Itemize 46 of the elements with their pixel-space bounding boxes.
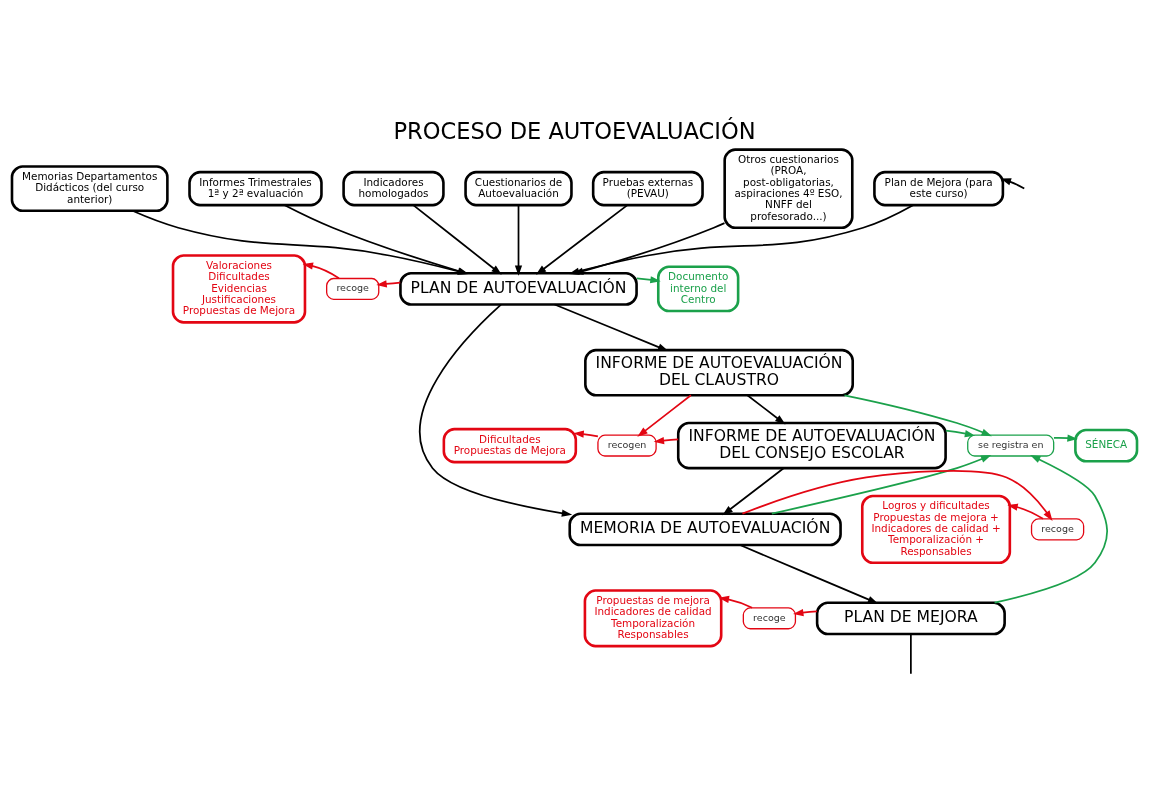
arrow: [1053, 433, 1078, 442]
arrow: [843, 393, 992, 436]
node-box: recoge: [326, 277, 380, 300]
node-box: Documento interno del Centro: [656, 264, 740, 312]
arrow: [283, 203, 469, 275]
arrow: [722, 466, 785, 515]
node-box: Propuestas de mejora Indicadores de calidad Temporalización Responsables: [583, 588, 723, 647]
arrow: [746, 393, 786, 424]
arrow: [637, 393, 692, 437]
node-box: PLAN DE AUTOEVALUACIÓN: [399, 271, 638, 306]
node-box: PLAN DE MEJORA: [815, 600, 1006, 635]
node-box: Indicadores homologados: [342, 170, 445, 206]
node-box: SÉNECA: [1074, 428, 1139, 463]
node-box: Otros cuestionarios (PROA, post-obligatorias, aspiraciones 4º ESO, NNFF del profesorado...): [723, 147, 854, 229]
arrow: [770, 454, 992, 515]
node-box: recoge: [1030, 517, 1085, 540]
arrow: [945, 429, 976, 437]
node-box: MEMORIA DE AUTOEVALUACIÓN: [568, 511, 842, 546]
arrow: [131, 209, 469, 275]
node-box: Pruebas externas (PEVAU): [591, 170, 704, 206]
arrow: [553, 303, 669, 351]
arrow: [573, 429, 599, 438]
diagram-title: PROCESO DE AUTOEVALUACIÓN: [393, 117, 756, 144]
arrow: [376, 279, 402, 287]
node-box: se registra en: [967, 434, 1055, 457]
arrow: [1007, 503, 1044, 520]
node-box: Logros y dificultades Propuestas de mejora + Indicadores de calidad + Temporalización + Responsables: [860, 494, 1012, 564]
node-box: INFORME DE AUTOEVALUACIÓN DEL CONSEJO ESCOLAR: [676, 421, 947, 469]
arrow: [739, 543, 879, 604]
node-box: Plan de Mejora (para este curso): [873, 170, 1005, 206]
arrow: [718, 595, 753, 609]
node-box: Valoraciones Dificultades Evidencias Justificaciones Propuestas de Mejora: [171, 253, 307, 324]
node-box: INFORME DE AUTOEVALUACIÓN DEL CLAUSTRO: [584, 348, 854, 397]
node-box: Dificultades Propuestas de Mejora: [442, 427, 578, 463]
node-box: recoge: [742, 606, 797, 629]
connector: [910, 632, 912, 675]
arrow: [993, 454, 1108, 604]
arrow: [741, 469, 1053, 521]
node-box: Informes Trimestrales 1ª y 2ª evaluación: [188, 170, 323, 206]
node-box: Memorias Departamentos Didácticos (del curso anterior): [10, 164, 169, 212]
arrow: [514, 204, 523, 276]
node-box: Cuestionarios de Autoevaluación: [464, 170, 573, 206]
arrow: [412, 204, 502, 275]
arrow: [419, 303, 573, 517]
node-box: recogen: [597, 434, 657, 457]
arrow: [302, 261, 340, 279]
